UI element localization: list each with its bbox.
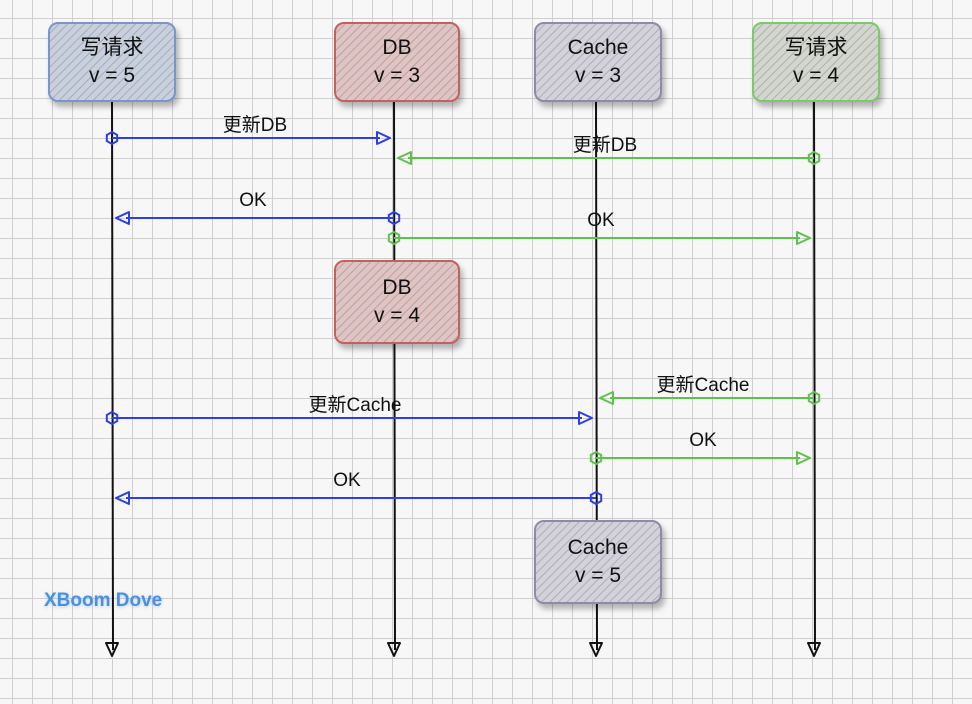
actor-title: Cache	[567, 36, 629, 59]
actor-db: DB v = 3	[334, 22, 460, 102]
message-label: 更新Cache	[308, 395, 402, 416]
message-label: OK	[587, 210, 615, 231]
message-origin-marker	[807, 150, 821, 166]
actor-value: v = 4	[792, 64, 840, 87]
message-label: OK	[239, 190, 267, 211]
message-origin-marker	[387, 210, 401, 226]
message-arrow-head	[796, 231, 811, 245]
message-arrow-head	[376, 131, 391, 145]
watermark: XBoom Dove	[44, 590, 163, 611]
message-label: 更新DB	[572, 135, 638, 156]
actor-writer-v4: 写请求 v = 4	[752, 22, 880, 102]
actor-value: v = 3	[373, 64, 421, 87]
message-arrow-head	[599, 391, 614, 405]
lifeline-writer4	[813, 97, 816, 651]
state-db-v4: DB v = 4	[334, 260, 460, 344]
state-value: v = 4	[373, 304, 421, 327]
state-value: v = 5	[574, 564, 622, 587]
actor-value: v = 5	[88, 64, 136, 87]
message-origin-marker	[589, 490, 603, 506]
message-arrow-head	[397, 151, 412, 165]
lifeline-end-arrow	[589, 642, 603, 657]
lifeline-end-arrow	[105, 642, 119, 657]
message-label: 更新DB	[222, 115, 288, 136]
message-arrow-head	[796, 451, 811, 465]
lifeline-end-arrow	[387, 642, 401, 657]
message-origin-marker	[105, 410, 119, 426]
actor-cache: Cache v = 3	[534, 22, 662, 102]
actor-value: v = 3	[574, 64, 622, 87]
actor-writer-v5: 写请求 v = 5	[48, 22, 176, 102]
actor-title: 写请求	[80, 36, 144, 59]
message-origin-marker	[807, 390, 821, 406]
message-origin-marker	[589, 450, 603, 466]
message-arrow-head	[578, 411, 593, 425]
state-cache-v5: Cache v = 5	[534, 520, 662, 604]
actor-title: 写请求	[784, 36, 848, 59]
message-label: 更新Cache	[656, 375, 750, 396]
message-label: OK	[689, 430, 717, 451]
message-label: OK	[333, 470, 361, 491]
actor-title: DB	[382, 36, 412, 59]
lifeline-end-arrow	[807, 642, 821, 657]
lifeline-writer5	[111, 97, 114, 651]
lifeline-db	[393, 97, 396, 651]
state-title: DB	[382, 276, 412, 299]
message-arrow-head	[115, 491, 130, 505]
message-origin-marker	[387, 230, 401, 246]
message-arrow-head	[115, 211, 130, 225]
state-title: Cache	[567, 536, 629, 559]
message-origin-marker	[105, 130, 119, 146]
